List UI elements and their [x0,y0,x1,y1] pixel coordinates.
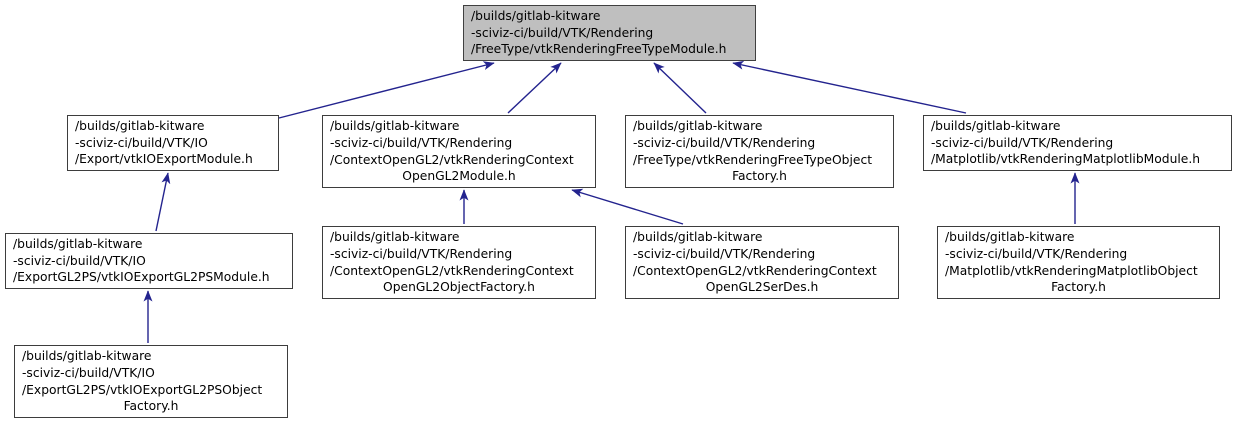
node-label-line: /FreeType/vtkRenderingFreeTypeModule.h [471,42,727,57]
node-label: /builds/gitlab-kitware-sciviz-ci/build/V… [68,118,278,168]
node-label-line: /Matplotlib/vtkRenderingMatplotlibObject [945,263,1198,278]
node-label-line: /ExportGL2PS/vtkIOExportGL2PSModule.h [13,270,270,285]
node-label: /builds/gitlab-kitware-sciviz-ci/build/V… [323,118,595,184]
node-label: /builds/gitlab-kitware-sciviz-ci/build/V… [323,229,595,295]
graph-node-io-exportgl2ps-module[interactable]: /builds/gitlab-kitware-sciviz-ci/build/V… [5,233,293,289]
node-label-line: /ContextOpenGL2/vtkRenderingContext [330,152,574,167]
node-label: /builds/gitlab-kitware-sciviz-ci/build/V… [626,229,898,295]
node-label-line: /builds/gitlab-kitware [945,230,1075,245]
graph-node-matplotlib-object-factory[interactable]: /builds/gitlab-kitware-sciviz-ci/build/V… [937,226,1220,299]
node-label-line: -sciviz-ci/build/VTK/IO [22,365,155,380]
node-label: /builds/gitlab-kitware-sciviz-ci/build/V… [464,8,755,58]
node-label-line: /Export/vtkIOExportModule.h [75,152,253,167]
node-label-line: /builds/gitlab-kitware [22,349,152,364]
node-label-line: /builds/gitlab-kitware [330,119,460,134]
node-label-line: OpenGL2ObjectFactory.h [383,280,535,295]
node-label: /builds/gitlab-kitware-sciviz-ci/build/V… [626,118,893,184]
graph-node-io-export-module[interactable]: /builds/gitlab-kitware-sciviz-ci/build/V… [67,115,279,171]
node-label: /builds/gitlab-kitware-sciviz-ci/build/V… [15,348,287,414]
node-label-line: -sciviz-ci/build/VTK/Rendering [471,25,654,40]
node-label-line: Factory.h [732,169,787,184]
node-label: /builds/gitlab-kitware-sciviz-ci/build/V… [6,236,292,286]
node-label-line: /ExportGL2PS/vtkIOExportGL2PSObject [22,382,263,397]
node-label-line: -sciviz-ci/build/VTK/IO [75,135,208,150]
node-label-line: OpenGL2SerDes.h [705,280,819,295]
node-label-line: OpenGL2Module.h [402,169,516,184]
node-label-line: -sciviz-ci/build/VTK/Rendering [633,246,816,261]
node-label-line: -sciviz-ci/build/VTK/Rendering [945,246,1128,261]
node-label: /builds/gitlab-kitware-sciviz-ci/build/V… [924,118,1231,168]
node-label-line: /builds/gitlab-kitware [330,230,460,245]
node-label-line: /builds/gitlab-kitware [13,237,143,252]
node-label-line: -sciviz-ci/build/VTK/Rendering [633,135,816,150]
node-label-line: /builds/gitlab-kitware [633,230,763,245]
node-label-line: /builds/gitlab-kitware [633,119,763,134]
node-label-line: /ContextOpenGL2/vtkRenderingContext [330,263,574,278]
graph-node-matplotlib-module[interactable]: /builds/gitlab-kitware-sciviz-ci/build/V… [923,115,1232,171]
edge-io-exportgl2ps-module-to-io-export-module [155,172,171,232]
graph-node-root[interactable]: /builds/gitlab-kitware-sciviz-ci/build/V… [463,5,756,61]
node-label-line: /builds/gitlab-kitware [75,119,205,134]
node-label-line: -sciviz-ci/build/VTK/IO [13,253,146,268]
node-label-line: /FreeType/vtkRenderingFreeTypeObject [633,152,873,167]
edge-context-opengl2-serdes-to-context-opengl2-module [571,188,684,225]
node-label: /builds/gitlab-kitware-sciviz-ci/build/V… [938,229,1219,295]
node-label-line: /ContextOpenGL2/vtkRenderingContext [633,263,877,278]
edge-freetype-object-factory-to-root [653,62,707,114]
node-label-line: Factory.h [123,399,179,414]
edge-io-export-module-to-root [278,61,495,119]
graph-node-context-opengl2-module[interactable]: /builds/gitlab-kitware-sciviz-ci/build/V… [322,115,596,188]
node-label-line: -sciviz-ci/build/VTK/Rendering [330,246,513,261]
node-label-line: /builds/gitlab-kitware [471,9,601,24]
node-label-line: /Matplotlib/vtkRenderingMatplotlibModule… [931,152,1201,167]
edge-matplotlib-module-to-root [732,60,967,114]
node-label-line: -sciviz-ci/build/VTK/Rendering [330,135,513,150]
node-label-line: -sciviz-ci/build/VTK/Rendering [931,135,1114,150]
node-label-line: /builds/gitlab-kitware [931,119,1061,134]
graph-node-context-opengl2-serdes[interactable]: /builds/gitlab-kitware-sciviz-ci/build/V… [625,226,899,299]
node-label-line: Factory.h [1051,280,1106,295]
graph-node-freetype-object-factory[interactable]: /builds/gitlab-kitware-sciviz-ci/build/V… [625,115,894,188]
edge-group [143,60,1080,343]
graph-node-context-opengl2-object-factory[interactable]: /builds/gitlab-kitware-sciviz-ci/build/V… [322,226,596,299]
edge-context-opengl2-module-to-root [507,62,562,114]
graph-node-io-exportgl2ps-object-factory[interactable]: /builds/gitlab-kitware-sciviz-ci/build/V… [14,345,288,418]
